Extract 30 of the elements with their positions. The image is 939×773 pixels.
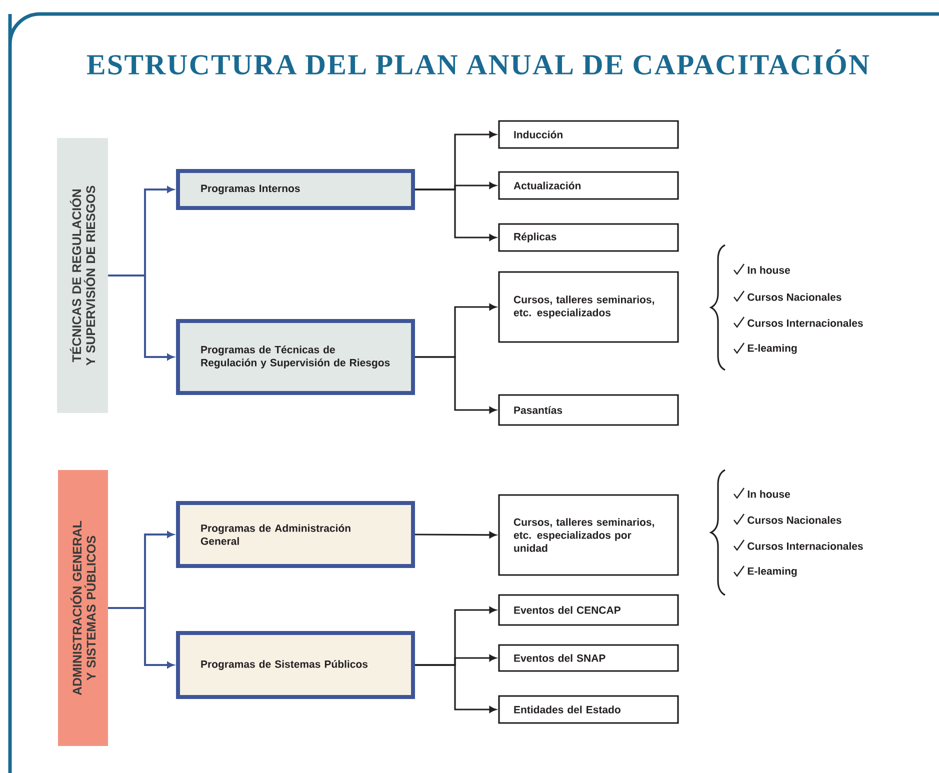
program-box: Programas de Sistemas Públicos — [176, 631, 415, 699]
activity-box: Eventos del CENCAP — [498, 594, 679, 626]
connector-arrow — [415, 188, 496, 241]
activity-box: Inducción — [498, 120, 679, 149]
list-item: In house — [748, 490, 790, 498]
program-box: Programas de Técnicas de Regulación y Supervisión de Riesgos — [176, 319, 415, 395]
activity-box: Cursos, talleres seminarios, etc. especializados por unidad — [498, 494, 679, 576]
program-box: Programas de Administración General — [176, 501, 415, 568]
activity-box: Entidades del Estado — [498, 695, 679, 724]
program-box: Programas Internos — [176, 169, 415, 210]
connector-arrow — [415, 532, 496, 538]
connector-arrow — [108, 607, 174, 668]
activity-box: Eventos del SNAP — [498, 644, 679, 672]
title: ESTRUCTURA DEL PLAN ANUAL DE CAPACITACIÓN — [86, 49, 870, 75]
list-item: Cursos Nacionales — [748, 293, 842, 301]
list-item: In house — [748, 266, 790, 274]
activity-box: Cursos, talleres seminarios, etc. especializados — [498, 271, 679, 343]
category-band: ADMINISTRACIÓN GENERAL Y SISTEMAS PÚBLICOS — [58, 470, 108, 746]
activity-box: Réplicas — [498, 223, 679, 252]
category-band: TÉCNICAS DE REGULACIÓN Y SUPERVISIÓN DE RIESGOS — [57, 138, 108, 413]
list-item: Cursos Internacionales — [748, 319, 863, 327]
list-item: E-leaming — [748, 344, 797, 354]
connector-arrow — [415, 664, 496, 713]
list-item: Cursos Internacionales — [748, 542, 863, 550]
connector-arrow — [415, 356, 496, 414]
activity-box: Actualización — [498, 171, 679, 200]
connector-arrow — [108, 274, 174, 360]
list-item: Cursos Nacionales — [748, 516, 842, 524]
activity-box: Pasantías — [498, 394, 679, 426]
list-item: E-leaming — [748, 567, 797, 577]
